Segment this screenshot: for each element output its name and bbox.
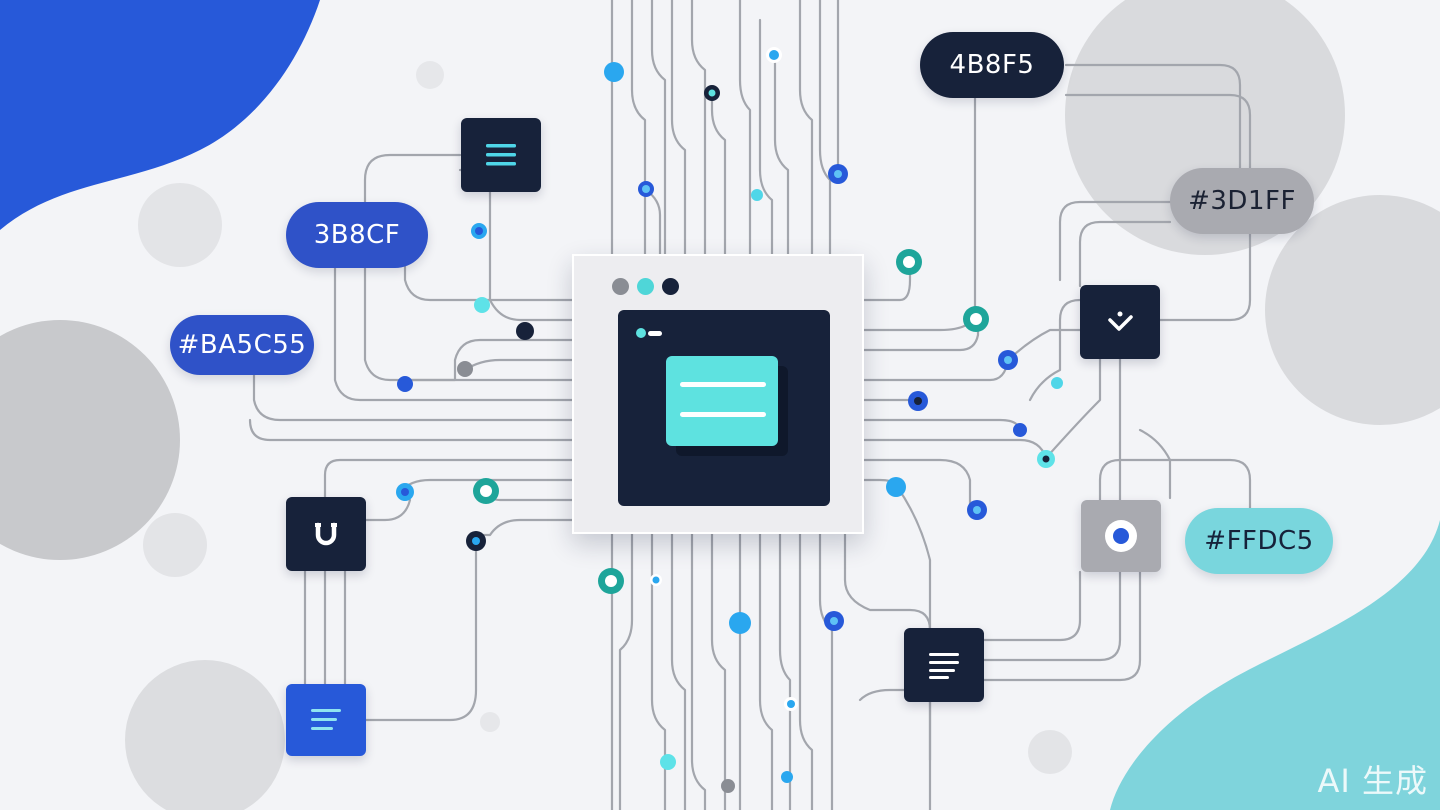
window-controls: [612, 278, 679, 295]
document-chip: [904, 628, 984, 702]
grey-blob-4: [125, 660, 285, 810]
document-card-icon: [666, 356, 778, 446]
window-screen: [618, 310, 830, 506]
document-icon: [929, 653, 959, 679]
label-pill-ba5c55: #BA5C55: [170, 315, 314, 375]
label-pill-4b8f5: 4B8F5: [920, 32, 1064, 98]
central-window-card: [572, 254, 864, 534]
list-chip-top-left: [461, 118, 541, 192]
grey-blob-3: [0, 320, 180, 560]
window-dot-cyan: [637, 278, 654, 295]
checkmark-icon: [1108, 311, 1133, 331]
label-pill-ffdc5: #FFDC5: [1185, 508, 1333, 574]
checkmark-chip: [1080, 285, 1160, 359]
teal-blob: [1110, 520, 1440, 810]
window-dot-grey: [612, 278, 629, 295]
blue-blob: [0, 0, 320, 230]
window-dot-navy: [662, 278, 679, 295]
horseshoe-chip: [286, 497, 366, 571]
label-pill-3d1ff: #3D1FF: [1170, 168, 1314, 234]
target-icon: [1105, 520, 1137, 552]
list-chip-bottom-left: [286, 684, 366, 756]
grey-blob-2: [1265, 195, 1440, 425]
watermark-text: AI 生成: [1317, 762, 1428, 800]
list-icon: [486, 144, 516, 166]
list-icon: [311, 709, 341, 730]
target-chip: [1081, 500, 1161, 572]
toggle-icon: [636, 328, 666, 338]
horseshoe-icon: [315, 522, 337, 546]
label-pill-3b8cf: 3B8CF: [286, 202, 428, 268]
